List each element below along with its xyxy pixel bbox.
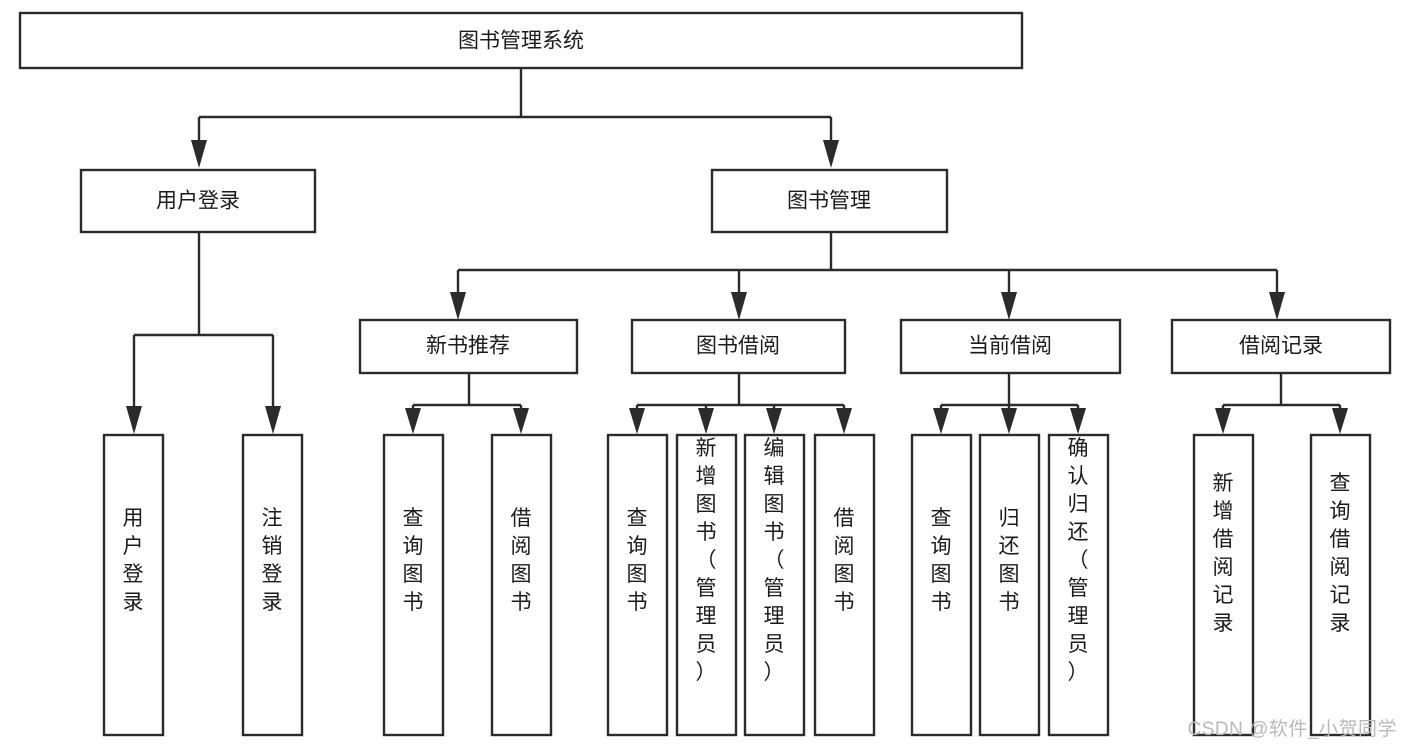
arrow-head-icon [513, 408, 529, 434]
node-leaf-add-book[interactable]: 新增图书（管理员） [675, 433, 738, 737]
node-leaf-add-record[interactable]: 新增借阅记录 [1192, 433, 1255, 737]
connector-group-book-management [450, 232, 1285, 320]
arrow-head-icon [698, 408, 714, 434]
node-user-login-box[interactable] [79, 168, 317, 234]
node-leaf-query-book-2-box[interactable] [606, 433, 669, 737]
node-book-borrow-box[interactable] [630, 318, 847, 375]
node-leaf-confirm-return-label: 确认归还（管理员） [1068, 437, 1089, 684]
arrow-head-icon [1332, 408, 1348, 434]
connector-group-book-borrow [629, 373, 852, 434]
arrow-head-icon [191, 140, 207, 168]
arrow-head-icon [1001, 292, 1017, 320]
arrow-head-icon [823, 140, 839, 168]
node-leaf-query-record[interactable]: 查询借阅记录 [1309, 433, 1372, 737]
arrow-head-icon [933, 408, 949, 434]
arrow-head-icon [265, 406, 281, 434]
node-book-management-box[interactable] [710, 168, 949, 234]
node-leaf-query-book-2-label: 查询图书 [627, 507, 648, 614]
arrow-head-icon [450, 292, 466, 320]
node-book-borrow[interactable]: 图书借阅 [630, 318, 847, 375]
arrow-head-icon [731, 292, 747, 320]
node-leaf-borrow-book-1[interactable]: 借阅图书 [490, 433, 553, 737]
node-current-borrow[interactable]: 当前借阅 [899, 318, 1122, 375]
arrow-head-icon [1215, 408, 1231, 434]
connector-group-borrow-record [1215, 373, 1348, 434]
arrow-head-icon [1070, 408, 1086, 434]
arrow-head-icon [836, 408, 852, 434]
node-leaf-borrow-book-2[interactable]: 借阅图书 [813, 433, 876, 737]
node-leaf-logout-login-label: 注销登录 [262, 507, 283, 614]
node-root-label: 图书管理系统 [458, 30, 584, 53]
node-borrow-record-box[interactable] [1170, 318, 1392, 375]
node-leaf-query-book-1[interactable]: 查询图书 [382, 433, 445, 737]
connector-group-current-borrow [933, 373, 1086, 434]
node-leaf-query-book-3-box[interactable] [910, 433, 973, 737]
node-leaf-query-book-3-label: 查询图书 [931, 507, 952, 614]
node-root-box[interactable] [18, 11, 1024, 70]
node-leaf-return-book[interactable]: 归还图书 [978, 433, 1041, 737]
node-leaf-add-book-label: 新增图书（管理员） [696, 437, 717, 684]
node-user-login[interactable]: 用户登录 [79, 168, 317, 234]
arrow-head-icon [126, 406, 142, 434]
node-borrow-record[interactable]: 借阅记录 [1170, 318, 1392, 375]
node-leaf-user-login-label: 用户登录 [123, 507, 144, 614]
node-new-book-recommend-label: 新书推荐 [426, 335, 510, 358]
arrow-head-icon [1001, 408, 1017, 434]
node-leaf-confirm-return[interactable]: 确认归还（管理员） [1047, 433, 1110, 737]
node-leaf-borrow-book-1-box[interactable] [490, 433, 553, 737]
arrow-head-icon [1269, 292, 1285, 320]
node-current-borrow-box[interactable] [899, 318, 1122, 375]
node-leaf-return-book-label: 归还图书 [999, 507, 1020, 614]
node-leaf-borrow-book-2-box[interactable] [813, 433, 876, 737]
connector-group-new-book-recommend [405, 373, 529, 434]
node-leaf-query-book-3[interactable]: 查询图书 [910, 433, 973, 737]
node-user-login-label: 用户登录 [156, 190, 240, 213]
node-leaf-query-book-1-label: 查询图书 [403, 507, 424, 614]
node-borrow-record-label: 借阅记录 [1239, 335, 1323, 358]
node-current-borrow-label: 当前借阅 [968, 335, 1052, 358]
node-leaf-add-book-box[interactable] [675, 433, 738, 737]
node-leaf-borrow-book-2-label: 借阅图书 [834, 507, 855, 614]
node-book-borrow-label: 图书借阅 [696, 335, 780, 358]
node-new-book-recommend-box[interactable] [358, 318, 579, 375]
node-leaf-query-book-2[interactable]: 查询图书 [606, 433, 669, 737]
node-leaf-user-login[interactable]: 用户登录 [102, 433, 165, 737]
node-leaf-edit-book[interactable]: 编辑图书（管理员） [743, 433, 806, 737]
arrow-head-icon [405, 408, 421, 434]
node-leaf-add-record-box[interactable] [1192, 433, 1255, 737]
node-book-management[interactable]: 图书管理 [710, 168, 949, 234]
node-leaf-user-login-box[interactable] [102, 433, 165, 737]
connector-group-root [191, 68, 839, 168]
node-leaf-logout-login[interactable]: 注销登录 [241, 433, 304, 737]
node-new-book-recommend[interactable]: 新书推荐 [358, 318, 579, 375]
node-leaf-return-book-box[interactable] [978, 433, 1041, 737]
node-leaf-edit-book-box[interactable] [743, 433, 806, 737]
node-leaf-query-record-box[interactable] [1309, 433, 1372, 737]
node-root[interactable]: 图书管理系统 [18, 11, 1024, 70]
node-leaf-logout-login-box[interactable] [241, 433, 304, 737]
arrow-head-icon [766, 408, 782, 434]
node-leaf-borrow-book-1-label: 借阅图书 [511, 507, 532, 614]
arrow-head-icon [629, 408, 645, 434]
node-leaf-edit-book-label: 编辑图书（管理员） [764, 437, 785, 684]
node-leaf-query-record-label: 查询借阅记录 [1330, 472, 1351, 635]
node-leaf-add-record-label: 新增借阅记录 [1213, 472, 1234, 635]
node-leaf-query-book-1-box[interactable] [382, 433, 445, 737]
connector-group-user-login [126, 232, 281, 434]
node-leaf-confirm-return-box[interactable] [1047, 433, 1110, 737]
node-book-management-label: 图书管理 [787, 190, 871, 213]
